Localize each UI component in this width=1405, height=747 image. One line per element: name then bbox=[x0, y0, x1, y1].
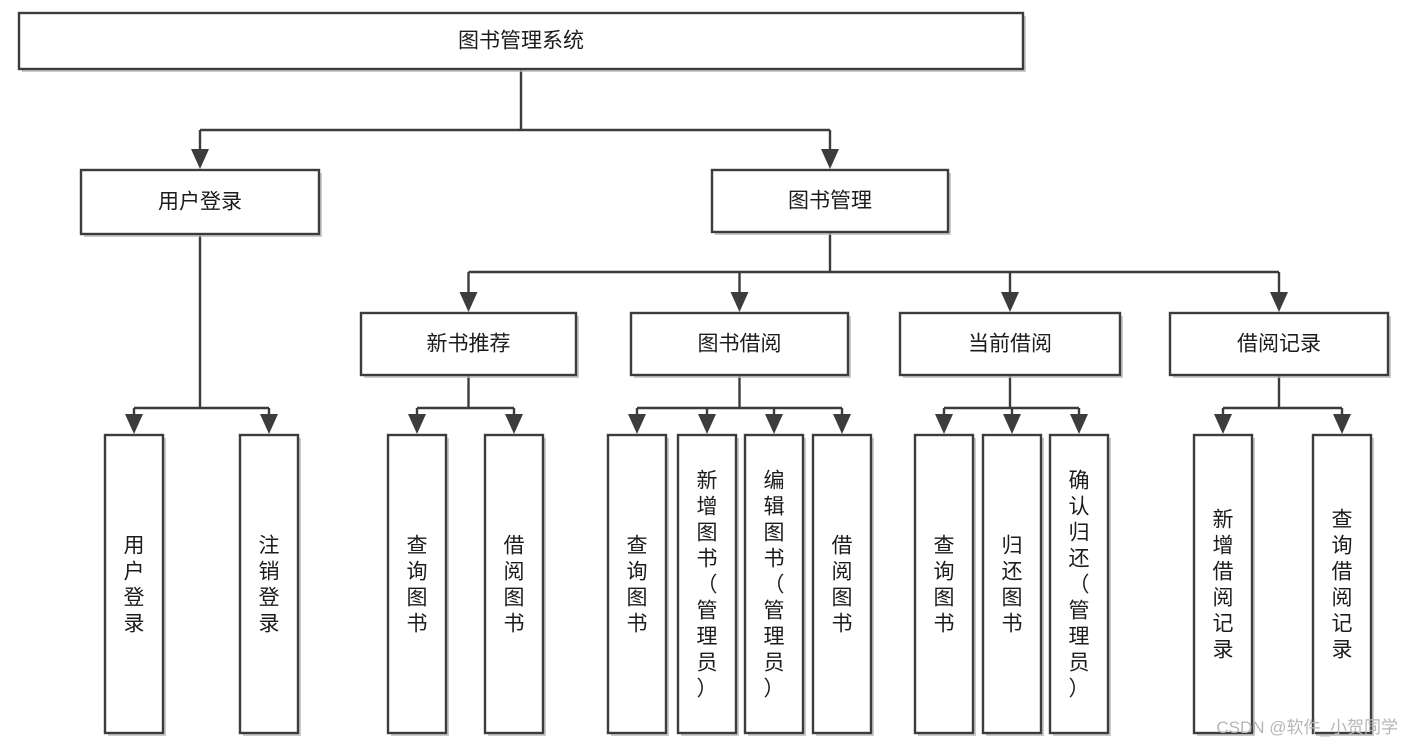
node-rect[interactable] bbox=[1192, 433, 1254, 735]
node-leaf-user-logout[interactable]: 注销登录 bbox=[238, 433, 301, 736]
node-rect[interactable] bbox=[103, 433, 165, 735]
connector-layer bbox=[125, 69, 1351, 434]
arrow-head-icon bbox=[505, 414, 523, 434]
node-rect[interactable] bbox=[629, 311, 850, 377]
node-rect[interactable] bbox=[1168, 311, 1390, 377]
node-leaf-query-book-3[interactable]: 查询图书 bbox=[913, 433, 976, 736]
arrow-head-icon bbox=[1270, 292, 1288, 312]
node-rect[interactable] bbox=[898, 311, 1122, 377]
node-rect[interactable] bbox=[913, 433, 975, 735]
node-label: 确认归还（管理员） bbox=[1069, 469, 1090, 700]
node-label: 用户登录 bbox=[124, 534, 145, 635]
node-leaf-user-login[interactable]: 用户登录 bbox=[103, 433, 166, 736]
csdn-watermark: CSDN @软件_小贺同学 bbox=[1216, 718, 1398, 737]
node-label: 新书推荐 bbox=[427, 333, 511, 356]
arrow-head-icon bbox=[1001, 292, 1019, 312]
node-label: 查询图书 bbox=[934, 534, 955, 635]
node-current-borrow[interactable]: 当前借阅 bbox=[898, 311, 1123, 378]
node-label: 查询借阅记录 bbox=[1332, 508, 1353, 661]
node-leaf-confirm-return-admin[interactable]: 确认归还（管理员） bbox=[1048, 433, 1111, 736]
node-rect[interactable] bbox=[1311, 433, 1373, 735]
node-book-management[interactable]: 图书管理 bbox=[710, 168, 951, 235]
node-user-login[interactable]: 用户登录 bbox=[79, 168, 322, 237]
node-leaf-return-book[interactable]: 归还图书 bbox=[981, 433, 1044, 736]
node-label: 注销登录 bbox=[259, 534, 280, 635]
arrow-head-icon bbox=[935, 414, 953, 434]
node-borrow-record[interactable]: 借阅记录 bbox=[1168, 311, 1391, 378]
node-label: 新增借阅记录 bbox=[1213, 508, 1234, 661]
node-rect[interactable] bbox=[1048, 433, 1110, 735]
arrow-head-icon bbox=[821, 149, 839, 169]
node-label: 查询图书 bbox=[627, 534, 648, 635]
node-label: 图书管理系统 bbox=[458, 30, 584, 53]
arrow-head-icon bbox=[1070, 414, 1088, 434]
node-leaf-borrow-book-2[interactable]: 借阅图书 bbox=[811, 433, 874, 736]
arrow-head-icon bbox=[628, 414, 646, 434]
node-label: 图书借阅 bbox=[698, 333, 782, 356]
node-rect[interactable] bbox=[743, 433, 805, 735]
node-leaf-edit-book-admin[interactable]: 编辑图书（管理员） bbox=[743, 433, 806, 736]
node-layer: 图书管理系统用户登录图书管理用户登录注销登录新书推荐查询图书借阅图书图书借阅查询… bbox=[17, 11, 1391, 736]
arrow-head-icon bbox=[459, 292, 478, 312]
arrow-head-icon bbox=[833, 414, 851, 434]
node-label: 借阅图书 bbox=[504, 534, 525, 635]
node-leaf-add-book-admin[interactable]: 新增图书（管理员） bbox=[676, 433, 739, 736]
arrow-head-icon bbox=[698, 414, 716, 434]
arrow-head-icon bbox=[191, 149, 209, 169]
node-label: 图书管理 bbox=[788, 190, 872, 213]
node-label: 归还图书 bbox=[1002, 534, 1023, 635]
node-label: 借阅记录 bbox=[1237, 333, 1321, 356]
node-rect[interactable] bbox=[79, 168, 321, 236]
arrow-head-icon bbox=[125, 414, 143, 434]
node-rect[interactable] bbox=[238, 433, 300, 735]
arrow-head-icon bbox=[1214, 414, 1232, 434]
node-rect[interactable] bbox=[606, 433, 668, 735]
arrow-head-icon bbox=[765, 414, 783, 434]
node-rect[interactable] bbox=[386, 433, 448, 735]
node-label: 查询图书 bbox=[407, 534, 428, 635]
node-leaf-borrow-book-1[interactable]: 借阅图书 bbox=[483, 433, 546, 736]
node-label: 用户登录 bbox=[158, 191, 242, 214]
node-rect[interactable] bbox=[981, 433, 1043, 735]
arrow-head-icon bbox=[730, 292, 749, 312]
node-leaf-add-borrow-record[interactable]: 新增借阅记录 bbox=[1192, 433, 1255, 736]
node-leaf-query-borrow-record[interactable]: 查询借阅记录 bbox=[1311, 433, 1374, 736]
arrow-head-icon bbox=[260, 414, 278, 434]
node-rect[interactable] bbox=[483, 433, 545, 735]
arrow-head-icon bbox=[1333, 414, 1351, 434]
node-label: 借阅图书 bbox=[832, 534, 853, 635]
node-root[interactable]: 图书管理系统 bbox=[17, 11, 1026, 72]
node-label: 新增图书（管理员） bbox=[697, 469, 718, 700]
node-rect[interactable] bbox=[811, 433, 873, 735]
node-rect[interactable] bbox=[710, 168, 950, 234]
node-new-book-recommend[interactable]: 新书推荐 bbox=[359, 311, 579, 378]
arrow-head-icon bbox=[408, 414, 426, 434]
node-rect[interactable] bbox=[676, 433, 738, 735]
node-leaf-query-book-1[interactable]: 查询图书 bbox=[386, 433, 449, 736]
node-label: 当前借阅 bbox=[968, 333, 1052, 356]
node-leaf-query-book-2[interactable]: 查询图书 bbox=[606, 433, 669, 736]
arrow-head-icon bbox=[1003, 414, 1021, 434]
node-label: 编辑图书（管理员） bbox=[764, 469, 785, 700]
node-book-borrow[interactable]: 图书借阅 bbox=[629, 311, 851, 378]
node-rect[interactable] bbox=[359, 311, 578, 377]
node-rect[interactable] bbox=[17, 11, 1025, 71]
